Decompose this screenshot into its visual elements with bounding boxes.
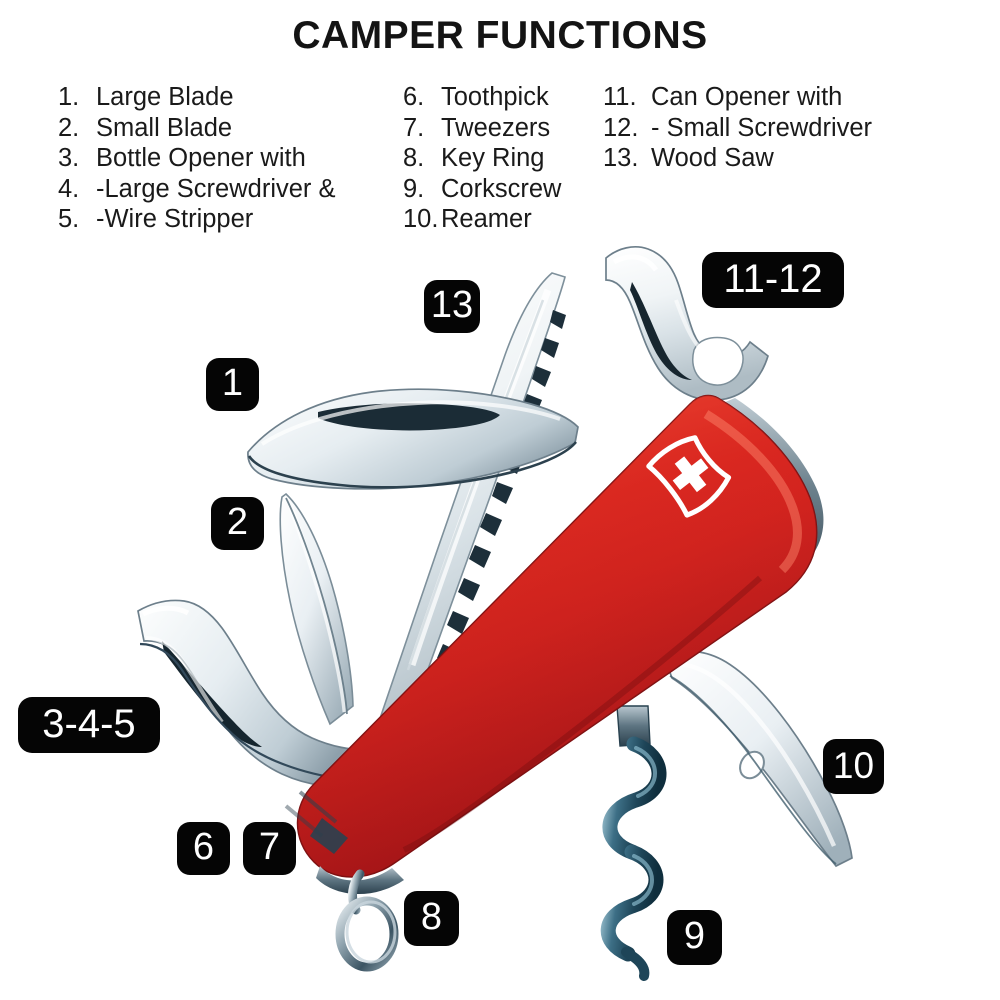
knife-handle	[296, 394, 824, 895]
legend-item-number: 7.	[403, 113, 425, 142]
legend-item-number: 11.	[603, 83, 637, 111]
functions-legend: 1. Large Blade 2. Small Blade 3. Bottle …	[58, 82, 958, 235]
legend-item-number: 13.	[603, 144, 639, 172]
can-opener-tool	[605, 246, 769, 402]
legend-item-label: Small Blade	[96, 113, 233, 142]
legend-item-label: Key Ring	[441, 144, 545, 172]
legend-item-label: Reamer	[441, 205, 532, 233]
legend-column-2: 6. Toothpick 7. Tweezers 8. Key Ring 9. …	[403, 82, 603, 235]
list-item: 13. Wood Saw	[603, 143, 933, 174]
legend-item-label: -Wire Stripper	[96, 205, 254, 233]
legend-item-label: Large Blade	[96, 83, 234, 111]
list-item: 1. Large Blade	[58, 82, 403, 113]
corkscrew-tool	[600, 705, 667, 981]
page-title: CAMPER FUNCTIONS	[292, 14, 708, 57]
legend-item-label: Can Opener with	[651, 83, 843, 111]
legend-item-number: 2.	[58, 113, 80, 142]
list-item: 12. - Small Screwdriver	[603, 113, 933, 144]
callout-badge-13[interactable]: 13	[424, 280, 480, 333]
legend-item-number: 5.	[58, 205, 80, 233]
callout-badge-3-4-5[interactable]: 3-4-5	[18, 697, 160, 753]
legend-item-number: 8.	[403, 144, 425, 172]
list-item: 9. Corkscrew	[403, 174, 603, 205]
legend-item-label: Wood Saw	[651, 144, 774, 172]
list-item: 2. Small Blade	[58, 113, 403, 144]
legend-item-number: 9.	[403, 174, 425, 203]
legend-item-number: 6.	[403, 83, 425, 111]
list-item: 7. Tweezers	[403, 113, 603, 144]
list-item: 4. -Large Screwdriver &	[58, 174, 403, 205]
legend-item-number: 10.	[403, 205, 439, 233]
callout-badge-11-12[interactable]: 11-12	[702, 252, 844, 308]
legend-item-number: 4.	[58, 174, 80, 203]
bottle-opener-screwdriver-tool	[137, 599, 369, 789]
reamer-awl-tool	[662, 650, 853, 868]
legend-item-number: 1.	[58, 83, 80, 111]
list-item: 10. Reamer	[403, 204, 603, 235]
list-item: 8. Key Ring	[403, 143, 603, 174]
legend-item-label: -Large Screwdriver &	[96, 174, 336, 203]
legend-item-number: 12.	[603, 113, 639, 142]
callout-badge-7[interactable]: 7	[243, 822, 296, 875]
callout-badge-10[interactable]: 10	[823, 739, 884, 794]
callout-badge-1[interactable]: 1	[206, 358, 259, 411]
small-blade-tool	[279, 492, 354, 726]
large-blade-tool	[247, 388, 579, 490]
legend-item-label: Tweezers	[441, 113, 551, 142]
key-ring	[335, 869, 399, 972]
list-item: 6. Toothpick	[403, 82, 603, 113]
toothpick-tweezers-slots	[284, 790, 338, 838]
callout-badge-9[interactable]: 9	[667, 910, 722, 965]
list-item: 3. Bottle Opener with	[58, 143, 403, 174]
victorinox-shield-logo	[646, 435, 732, 518]
legend-item-label: - Small Screwdriver	[651, 113, 873, 142]
legend-column-3: 11. Can Opener with 12. - Small Screwdri…	[603, 82, 933, 174]
legend-item-label: Toothpick	[441, 83, 549, 111]
legend-item-label: Bottle Opener with	[96, 144, 306, 172]
callout-badge-6[interactable]: 6	[177, 822, 230, 875]
list-item: 11. Can Opener with	[603, 82, 933, 113]
legend-item-label: Corkscrew	[441, 174, 562, 203]
legend-item-number: 3.	[58, 144, 80, 172]
callout-badge-8[interactable]: 8	[404, 891, 459, 946]
list-item: 5. -Wire Stripper	[58, 204, 403, 235]
legend-column-1: 1. Large Blade 2. Small Blade 3. Bottle …	[58, 82, 403, 235]
callout-badge-2[interactable]: 2	[211, 497, 264, 550]
